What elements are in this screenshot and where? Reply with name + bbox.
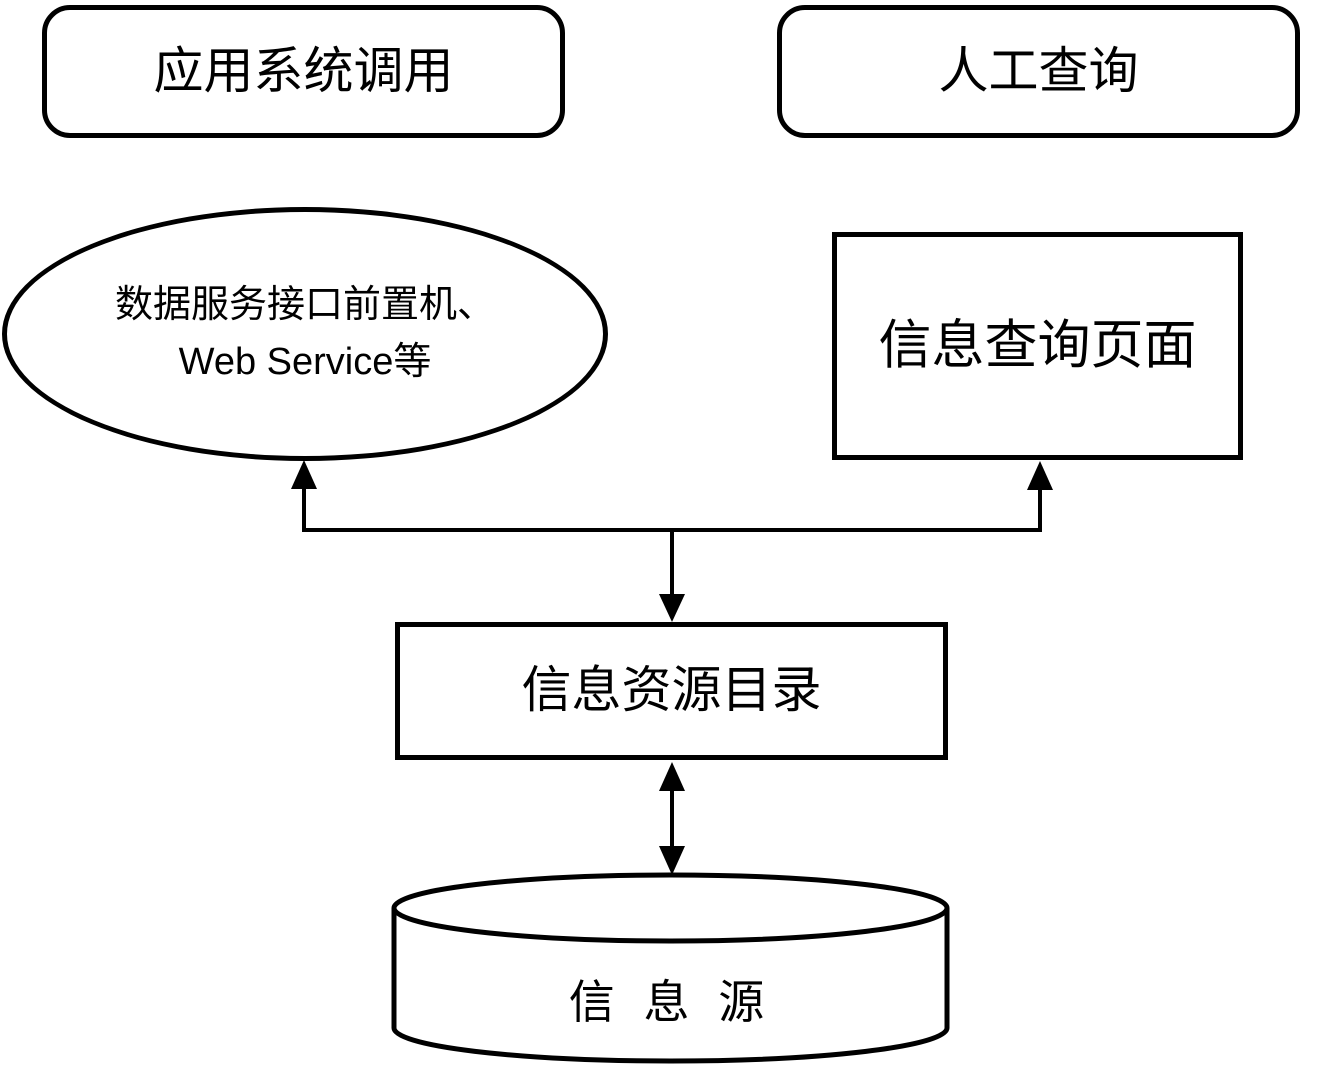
- node-data-service-label-line2: Web Service等: [178, 341, 432, 383]
- connector-fork: [291, 460, 1053, 622]
- node-info-resource-catalog-label: 信息资源目录: [521, 662, 822, 719]
- node-info-source-label: 信 息 源: [568, 975, 773, 1028]
- node-info-query-page-label: 信息查询页面: [878, 315, 1197, 375]
- node-info-source: 信 息 源: [394, 942, 947, 1062]
- arrowhead-down-to-source-icon: [659, 846, 685, 875]
- fork-line: [302, 486, 1042, 532]
- arrowhead-up-to-catalog-icon: [659, 762, 685, 791]
- cylinder-shape: [391, 872, 950, 1064]
- cylinder-body: [391, 908, 950, 1064]
- arrowhead-up-to-data-service-icon: [291, 460, 317, 489]
- arrowhead-up-to-query-page-icon: [1027, 461, 1053, 490]
- node-manual-query-label: 人工查询: [938, 42, 1139, 99]
- cylinder-top: [391, 872, 950, 944]
- arrowhead-down-to-catalog-icon: [659, 594, 685, 622]
- node-app-system-call: 应用系统调用: [42, 5, 565, 138]
- node-manual-query: 人工查询: [777, 5, 1300, 138]
- node-data-service-interface: 数据服务接口前置机、 Web Service等: [2, 207, 608, 461]
- node-info-query-page: 信息查询页面: [832, 232, 1243, 460]
- connector-catalog-source: [659, 762, 685, 875]
- node-app-system-call-label: 应用系统调用: [153, 42, 454, 99]
- node-info-resource-catalog: 信息资源目录: [395, 622, 948, 760]
- node-data-service-label-line1: 数据服务接口前置机、: [114, 284, 495, 326]
